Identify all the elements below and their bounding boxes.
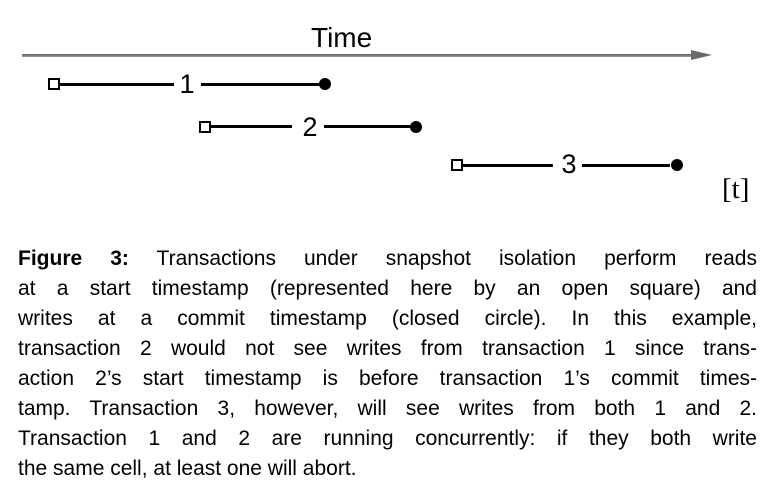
transaction-3-label: 3	[561, 149, 577, 179]
caption-line-7: Transaction 1 and 2 are running concurre…	[18, 427, 757, 450]
caption-line-1: Figure 3: Transactions under snapshot is…	[18, 244, 757, 274]
transaction-1-commit-circle-icon	[319, 78, 331, 90]
caption-line-5: action 2’s start timestamp is before tra…	[18, 367, 757, 390]
time-axis-line	[22, 54, 692, 57]
figure-caption: Figure 3: Transactions under snapshot is…	[18, 244, 757, 484]
caption-line-6: tamp. Transaction 3, however, will see w…	[18, 397, 757, 420]
figure-number-label: Figure 3:	[18, 247, 129, 270]
transaction-1-start-square-icon	[48, 78, 60, 90]
transaction-1-line-left	[60, 83, 174, 86]
transaction-1-line-right	[201, 83, 320, 86]
transaction-3-start-square-icon	[451, 159, 463, 171]
time-axis-label: Time	[311, 22, 373, 53]
caption-line-3: writes at a commit timestamp (closed cir…	[18, 307, 757, 330]
transaction-2-start-square-icon	[199, 121, 211, 133]
caption-line-1-text: Transactions under snapshot isolation pe…	[128, 247, 757, 270]
transaction-2-commit-circle-icon	[410, 121, 422, 133]
caption-line-4: transaction 2 would not see writes from …	[18, 337, 757, 360]
transaction-2-line-left	[211, 125, 292, 128]
caption-line-8: the same cell, at least one will abort.	[18, 457, 357, 480]
transaction-2-label: 2	[302, 112, 318, 142]
transaction-3-commit-circle-icon	[671, 159, 683, 171]
caption-line-2: at a start timestamp (represented here b…	[18, 277, 757, 300]
transaction-3-line-right	[582, 164, 670, 167]
arrow-head-icon	[691, 50, 712, 60]
transaction-1-label: 1	[179, 69, 195, 99]
time-unit-label: [t]	[722, 173, 750, 205]
transaction-2-line-right	[324, 125, 410, 128]
transaction-3-line-left	[463, 164, 553, 167]
